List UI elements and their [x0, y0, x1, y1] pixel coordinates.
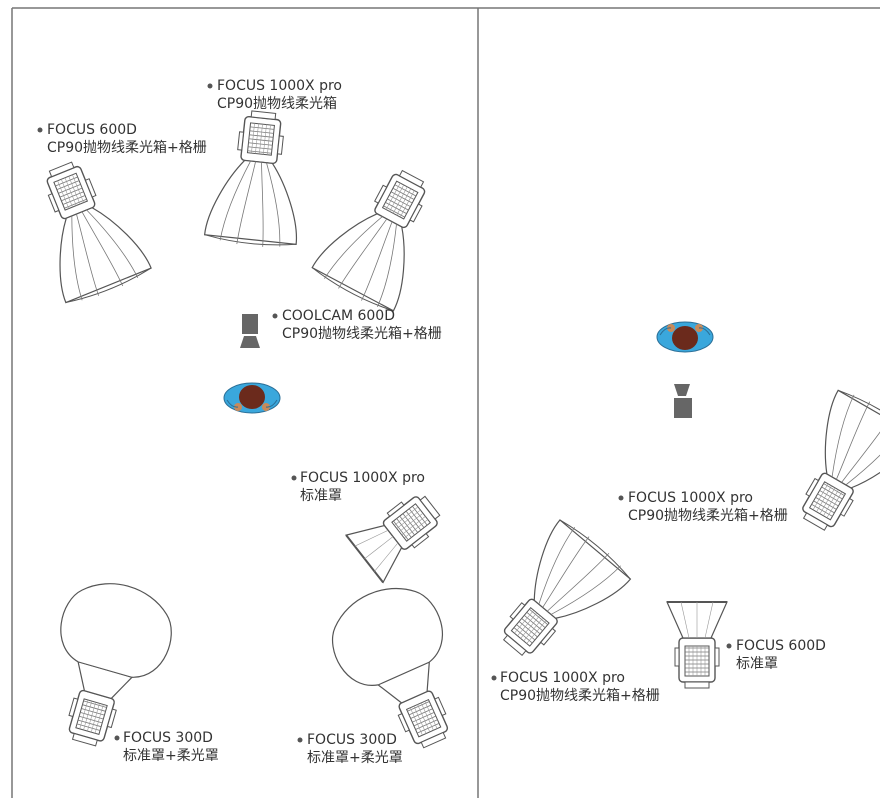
label-line1: FOCUS 1000X pro	[217, 78, 343, 94]
light-focus600d-softbox	[35, 157, 154, 309]
label-line2: CP90抛物线柔光箱+格栅	[500, 688, 660, 704]
label-line1: FOCUS 1000X pro	[300, 470, 426, 486]
label-focus300d-a: FOCUS 300D 标准罩+柔光罩	[123, 729, 219, 765]
label-line2: 标准罩	[736, 656, 778, 672]
label-focus1000x-cp90: FOCUS 1000X pro CP90抛物线柔光箱	[217, 77, 342, 113]
light-focus1000x-softbox	[203, 109, 305, 251]
subject-icon	[223, 382, 281, 414]
label-line2: CP90抛物线柔光箱+格栅	[628, 508, 788, 524]
label-line2: CP90抛物线柔光箱+格栅	[282, 326, 442, 342]
label-focus300d-b: FOCUS 300D 标准罩+柔光罩	[307, 731, 403, 767]
light-focus1000x-softbox-lower	[495, 514, 635, 663]
label-line1: FOCUS 300D	[307, 732, 397, 748]
label-line1: FOCUS 1000X pro	[628, 490, 754, 506]
light-focus1000x-softbox-right	[794, 384, 880, 536]
label-line1: FOCUS 300D	[123, 730, 213, 746]
bullet-dots	[37, 83, 732, 743]
label-line1: FOCUS 600D	[47, 122, 137, 138]
label-line2: CP90抛物线柔光箱+格栅	[47, 140, 207, 156]
label-line2: 标准罩	[300, 488, 342, 504]
label-right-focus600d-std: FOCUS 600D 标准罩	[736, 637, 826, 673]
subject-icon-right	[656, 321, 714, 353]
label-coolcam600d: COOLCAM 600D CP90抛物线柔光箱+格栅	[282, 307, 442, 343]
label-right-focus1000x-cp90-grid-b: FOCUS 1000X pro CP90抛物线柔光箱+格栅	[500, 669, 660, 705]
label-focus1000x-std: FOCUS 1000X pro 标准罩	[300, 469, 425, 505]
label-line2: 标准罩+柔光罩	[307, 750, 403, 766]
label-right-focus1000x-cp90-grid-a: FOCUS 1000X pro CP90抛物线柔光箱+格栅	[628, 489, 788, 525]
label-line2: CP90抛物线柔光箱	[217, 96, 338, 112]
light-softbox-right	[308, 165, 434, 317]
label-line1: COOLCAM 600D	[282, 308, 395, 324]
label-line2: 标准罩+柔光罩	[123, 748, 219, 764]
light-focus600d-reflector-right	[666, 601, 728, 689]
camera-icon-right	[674, 384, 692, 418]
label-line1: FOCUS 600D	[736, 638, 826, 654]
label-line1: FOCUS 1000X pro	[500, 670, 626, 686]
camera-icon	[240, 314, 260, 348]
label-focus600d-cp90-grid: FOCUS 600D CP90抛物线柔光箱+格栅	[47, 121, 207, 157]
